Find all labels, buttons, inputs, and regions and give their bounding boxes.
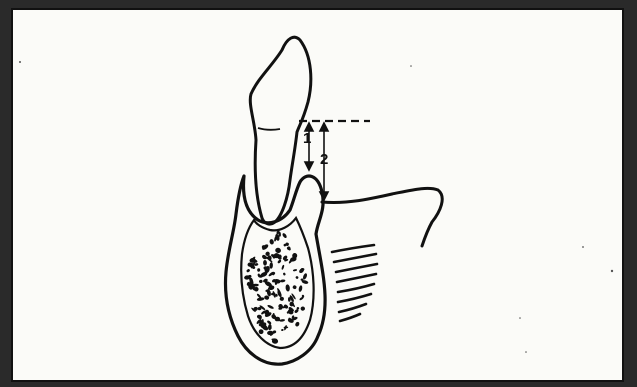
- paper-background: [12, 9, 623, 381]
- measurement-1-label: 1: [303, 130, 311, 147]
- measurement-2-label: 2: [320, 151, 328, 168]
